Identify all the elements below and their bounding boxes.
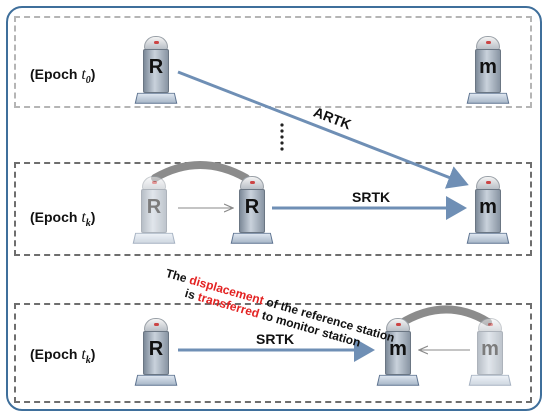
epoch-tk-label-2: (Epoch tk): [30, 346, 96, 366]
antenna-dome-icon: [476, 36, 500, 50]
monitor-station-prior: m: [468, 318, 512, 396]
antenna-dome-icon: [476, 176, 500, 190]
ellipsis-dots: [280, 123, 284, 151]
monitor-station: m: [466, 36, 510, 114]
monitor-station: m: [376, 318, 420, 396]
antenna-dome-icon: [240, 176, 264, 190]
antenna-dome-icon: [142, 176, 166, 190]
reference-station: R: [230, 176, 274, 254]
antenna-dome-icon: [144, 318, 168, 332]
epoch-tk-panel-2: [14, 303, 532, 403]
epoch-tk-panel-1: [14, 162, 532, 256]
artk-arrow: [177, 70, 469, 189]
reference-station-prior: R: [132, 176, 176, 254]
epoch-t0-label: (Epoch t0): [30, 66, 96, 86]
antenna-dome-icon: [478, 318, 502, 332]
monitor-station: m: [466, 176, 510, 254]
antenna-dome-icon: [144, 36, 168, 50]
reference-station: R: [134, 36, 178, 114]
epoch-tk-label-1: (Epoch tk): [30, 209, 96, 229]
reference-link-arc: [151, 161, 250, 182]
outer-frame: [6, 6, 542, 411]
epoch-t0-panel: [14, 16, 532, 108]
monitor-link-arc: [396, 305, 492, 328]
reference-station: R: [134, 318, 178, 396]
srtk-label-2: SRTK: [256, 331, 295, 347]
srtk-label-1: SRTK: [352, 189, 391, 205]
